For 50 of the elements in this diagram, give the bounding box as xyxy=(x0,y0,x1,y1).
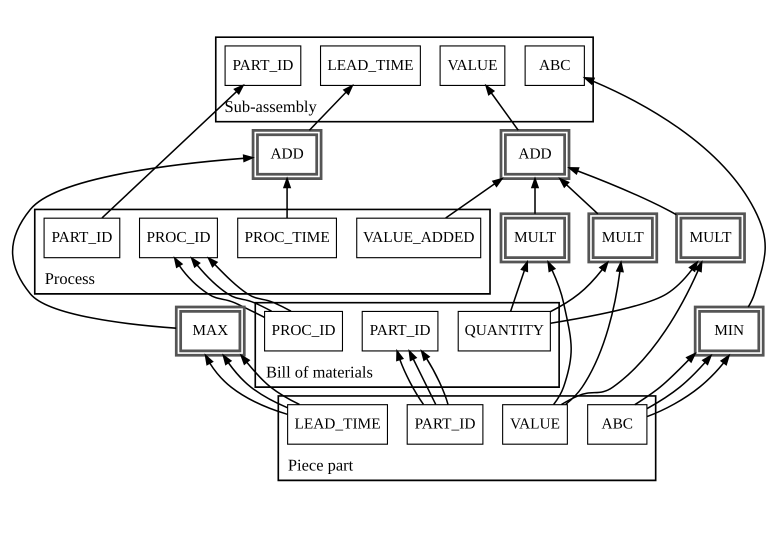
arrow xyxy=(174,256,265,318)
arrow xyxy=(445,176,504,218)
arrow xyxy=(12,154,255,328)
arrow xyxy=(646,353,712,409)
arrow xyxy=(634,351,697,405)
arrow xyxy=(206,256,292,312)
arrow xyxy=(240,353,300,405)
node-box: PROC_ID xyxy=(264,310,344,351)
node-box: MULT xyxy=(500,212,570,263)
arrow xyxy=(530,176,540,214)
arrow xyxy=(396,348,424,404)
node-box: LEAD_TIME xyxy=(287,404,388,444)
arrow xyxy=(222,352,288,408)
node-box: MIN xyxy=(694,305,765,356)
arrow xyxy=(308,84,354,130)
node-box: VALUE xyxy=(440,44,506,86)
arrow xyxy=(190,256,272,312)
node-box: PART_ID xyxy=(224,44,302,86)
node-box: PART_ID xyxy=(362,310,438,351)
arrow xyxy=(582,76,766,307)
arrow xyxy=(550,260,610,312)
node-box: QUANTITY xyxy=(458,310,551,351)
arrow xyxy=(561,260,703,405)
arrow xyxy=(510,259,528,311)
node-box: MULT xyxy=(587,212,658,263)
node-box: VALUE xyxy=(502,404,568,444)
node-box: VALUE_ADDED xyxy=(356,217,482,258)
node-box: PROC_ID xyxy=(138,217,218,258)
node-box: PART_ID xyxy=(406,404,484,444)
node-box: LEAD_TIME xyxy=(320,44,421,86)
node-box: ADD xyxy=(500,128,570,180)
node-box: MULT xyxy=(675,212,746,263)
node-box: ABC xyxy=(524,44,585,86)
node-box: ADD xyxy=(252,128,322,180)
arrow xyxy=(101,83,245,218)
arrow xyxy=(646,353,730,417)
node-box: PROC_TIME xyxy=(237,217,337,258)
arrow xyxy=(550,260,699,324)
node-box: PART_ID xyxy=(44,217,120,258)
node-box: ABC xyxy=(587,404,648,444)
arrow xyxy=(282,176,292,218)
arrow xyxy=(420,348,449,404)
arrow xyxy=(567,166,677,215)
arrow xyxy=(565,260,624,405)
arrow xyxy=(484,83,519,130)
arrow xyxy=(408,348,436,404)
arrow xyxy=(204,352,288,415)
node-box: MAX xyxy=(174,305,246,356)
arrow xyxy=(547,260,572,404)
arrow xyxy=(558,176,598,214)
